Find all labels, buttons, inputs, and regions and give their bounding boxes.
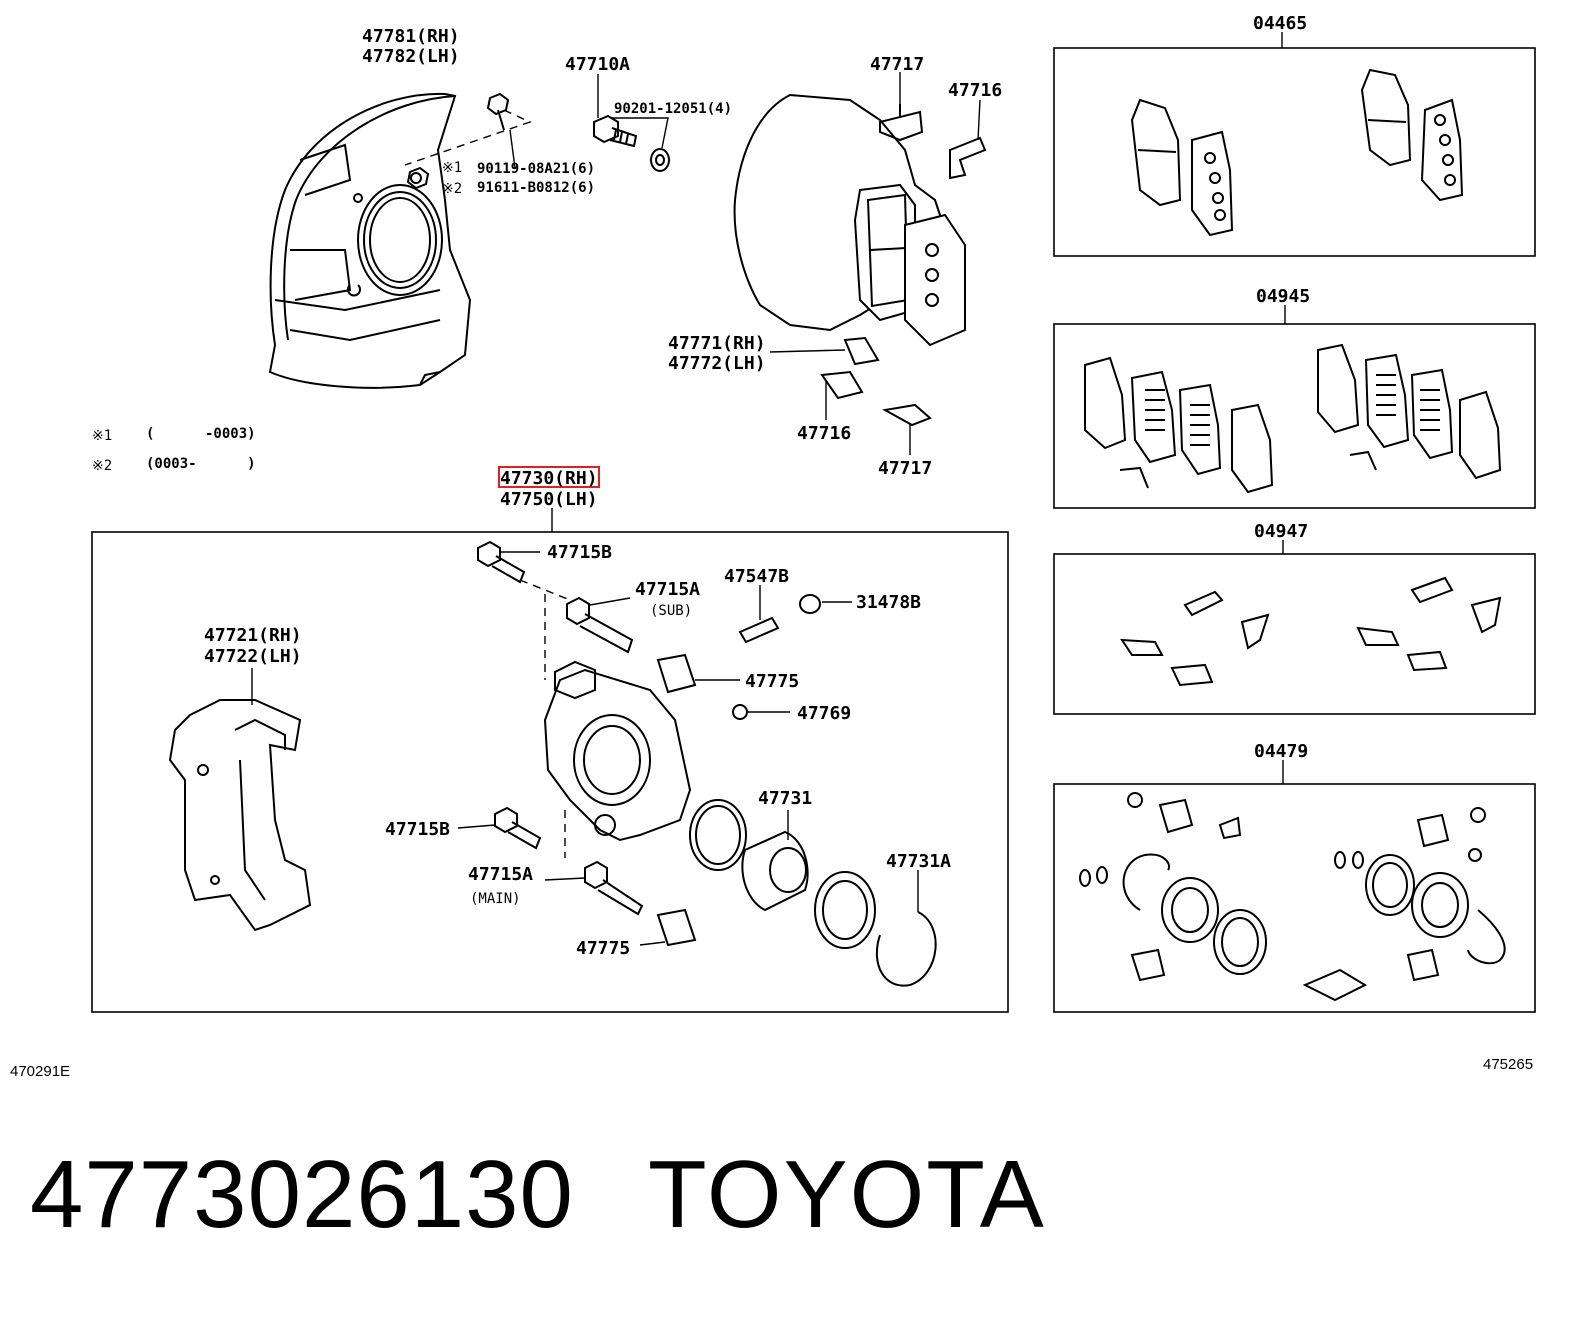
label-47772[interactable]: 47772(LH): [668, 353, 766, 374]
part-number-title: 4773026130: [30, 1141, 574, 1248]
label-90201[interactable]: 90201-12051(4): [614, 101, 732, 117]
label-47769[interactable]: 47769: [797, 703, 851, 724]
diagram-code-right: 475265: [1483, 1056, 1533, 1073]
label-47716-top[interactable]: 47716: [948, 80, 1002, 101]
label-47717-bottom[interactable]: 47717: [878, 458, 932, 479]
label-kit-04947[interactable]: 04947: [1254, 521, 1308, 542]
note2-marker-legend: ※2: [92, 458, 112, 474]
label-47775-top[interactable]: 47775: [745, 671, 799, 692]
caliper-assembly-box: [91, 531, 1009, 1013]
brand-title: TOYOTA: [648, 1141, 1046, 1248]
label-main: (MAIN): [470, 891, 521, 907]
kit-04947-clips: [1120, 576, 1502, 687]
note1-marker-legend: ※1: [92, 428, 112, 444]
label-91611[interactable]: 91611-B0812(6): [477, 180, 595, 196]
kit-04465-box: [1053, 47, 1536, 257]
label-47730-highlighted[interactable]: 47730(RH): [500, 468, 598, 489]
label-kit-04945[interactable]: 04945: [1256, 286, 1310, 307]
label-47715b-bottom[interactable]: 47715B: [385, 819, 450, 840]
label-47775-bottom[interactable]: 47775: [576, 938, 630, 959]
dust-shield-drawing: [268, 92, 532, 389]
label-47716-bottom[interactable]: 47716: [797, 423, 851, 444]
label-47722[interactable]: 47722(LH): [204, 646, 302, 667]
note1-marker: ※1: [442, 160, 462, 176]
label-90119[interactable]: 90119-08A21(6): [477, 161, 595, 177]
label-47731a[interactable]: 47731A: [886, 851, 951, 872]
note2-marker: ※2: [442, 181, 462, 197]
label-sub: (SUB): [650, 603, 692, 619]
pads-drawing: [733, 72, 987, 455]
label-47717-top[interactable]: 47717: [870, 54, 924, 75]
label-47750[interactable]: 47750(LH): [500, 489, 598, 510]
label-47782[interactable]: 47782(LH): [362, 46, 460, 67]
label-kit-04479[interactable]: 04479: [1254, 741, 1308, 762]
guide-bolts-drawing: [457, 540, 937, 987]
kit-04945-pads: [1084, 343, 1502, 494]
note1-range: ( -0003): [146, 426, 256, 442]
label-47731[interactable]: 47731: [758, 788, 812, 809]
label-31478b[interactable]: 31478B: [856, 592, 921, 613]
kit-04945-box: [1053, 323, 1536, 509]
caliper-body-drawing: [519, 579, 692, 858]
label-47715a-main[interactable]: 47715A: [468, 864, 533, 885]
kit-04479-box: [1053, 783, 1536, 1013]
label-47771[interactable]: 47771(RH): [668, 333, 766, 354]
kit-04465-pads: [1130, 68, 1464, 237]
label-47715a-sub[interactable]: 47715A: [635, 579, 700, 600]
label-47710a[interactable]: 47710A: [565, 54, 630, 75]
diagram-code-left: 470291E: [10, 1063, 70, 1080]
caliper-bracket-drawing: [168, 668, 312, 932]
highlighted-part-box: [498, 466, 600, 488]
label-47781[interactable]: 47781(RH): [362, 26, 460, 47]
label-47715b-top[interactable]: 47715B: [547, 542, 612, 563]
bolt-47710a-drawing: [593, 74, 670, 172]
label-47721[interactable]: 47721(RH): [204, 625, 302, 646]
kit-04947-box: [1053, 553, 1536, 715]
note2-range: (0003- ): [146, 456, 256, 472]
label-47547b[interactable]: 47547B: [724, 566, 789, 587]
kit-04479-parts: [1079, 792, 1506, 1002]
label-kit-04465[interactable]: 04465: [1253, 13, 1307, 34]
